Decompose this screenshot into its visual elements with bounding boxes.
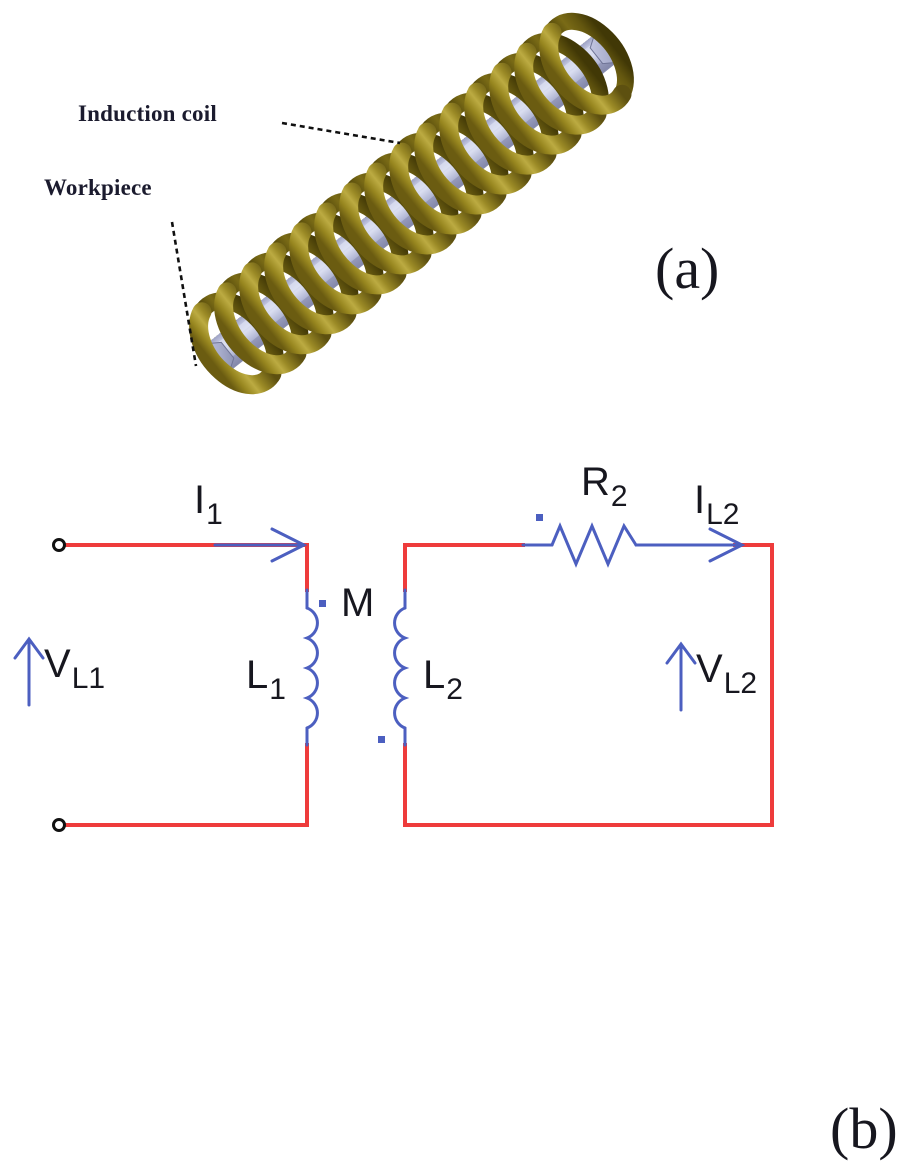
leader-lines <box>170 121 401 367</box>
label-primary-voltage-base: V <box>44 642 71 686</box>
voltage-arrow-vl2 <box>665 641 697 712</box>
label-primary-current: I1 <box>194 478 223 530</box>
terminal-bottom-open-circle <box>52 818 66 832</box>
current-arrow-il2 <box>708 527 746 563</box>
circuit-terminals <box>52 538 66 832</box>
panel-b-equivalent-circuit: I1 VL1 L1 M L2 R2 IL2 VL2 (b) <box>0 440 918 1161</box>
label-secondary-resistance-base: R <box>581 460 610 504</box>
induction-coil-illustration <box>170 12 634 395</box>
annotation-workpiece: Workpiece <box>44 175 152 200</box>
label-secondary-current-base: I <box>694 478 706 522</box>
current-arrow-i1 <box>270 527 308 563</box>
resistor-r2-symbol <box>521 522 667 568</box>
label-primary-voltage: VL1 <box>44 642 105 694</box>
label-mutual-inductance: M <box>341 583 374 623</box>
label-secondary-current-sub: L2 <box>706 498 740 531</box>
inductor-l2-symbol <box>393 588 410 747</box>
label-secondary-current: IL2 <box>694 478 740 530</box>
label-secondary-inductance-sub: 2 <box>446 673 463 706</box>
label-primary-current-sub: 1 <box>206 498 223 531</box>
panel-a-induction-coil: Induction coil Workpiece (a) <box>0 0 918 440</box>
induction-coil-helix <box>189 12 634 395</box>
label-secondary-inductance-base: L <box>423 653 446 697</box>
label-primary-current-base: I <box>194 478 206 522</box>
label-primary-voltage-sub: L1 <box>71 662 106 695</box>
annotation-induction-coil: Induction coil <box>78 101 217 126</box>
circuit-components-blue <box>13 514 746 747</box>
dot-marker-l1 <box>319 600 326 607</box>
label-secondary-voltage: VL2 <box>696 647 757 699</box>
dot-marker-r2 <box>536 514 543 521</box>
label-secondary-resistance: R2 <box>581 460 628 512</box>
label-primary-inductance-sub: 1 <box>269 673 286 706</box>
label-secondary-resistance-sub: 2 <box>610 480 628 513</box>
circuit-wires-red <box>60 543 774 827</box>
leader-line-workpiece <box>170 221 198 367</box>
label-secondary-voltage-base: V <box>696 647 723 691</box>
panel-letter-b: (b) <box>830 1096 898 1161</box>
label-mutual-inductance-base: M <box>341 581 375 625</box>
leader-line-induction-coil <box>281 121 401 145</box>
label-secondary-inductance: L2 <box>423 653 463 705</box>
terminal-top-open-circle <box>52 538 66 552</box>
panel-letter-a: (a) <box>655 236 720 301</box>
dot-markers <box>319 514 543 743</box>
label-primary-inductance: L1 <box>246 653 286 705</box>
label-primary-inductance-base: L <box>246 653 269 697</box>
equivalent-circuit-schematic <box>13 514 774 832</box>
voltage-arrow-vl1 <box>13 636 45 707</box>
label-secondary-voltage-sub: L2 <box>723 667 758 700</box>
inductor-l1-symbol <box>302 588 319 747</box>
dot-marker-l2 <box>378 736 385 743</box>
